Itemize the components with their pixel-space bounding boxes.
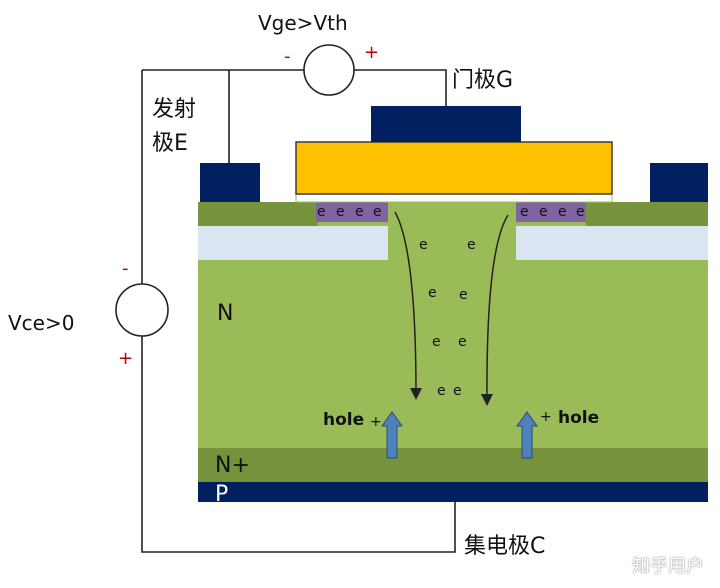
electron: e <box>432 334 441 350</box>
electron: e <box>428 285 437 301</box>
emitter-label-line2: 极E <box>152 131 188 156</box>
hole-plus-right: + <box>540 409 552 425</box>
gate-label: 门极G <box>452 68 513 93</box>
electron: e <box>373 204 382 220</box>
vce-label: Vce>0 <box>8 311 74 335</box>
hole-plus-left: + <box>370 414 382 430</box>
vge-minus-sign: - <box>284 46 291 67</box>
left-p-well <box>198 226 388 260</box>
n-plus-buffer-layer <box>198 448 708 482</box>
right-p-body-top <box>586 202 708 226</box>
electron-flow-arrow-left <box>394 211 422 400</box>
n-plus-label: N+ <box>215 453 250 478</box>
hole-injection-arrow-left <box>381 411 403 459</box>
vge-label: Vge>Vth <box>258 11 348 35</box>
electron: e <box>576 204 585 220</box>
electron: e <box>437 383 446 399</box>
hole-label-right: hole <box>558 408 599 428</box>
p-layer-label: P <box>215 482 228 507</box>
electron: e <box>419 237 428 253</box>
vge-plus-sign: + <box>364 42 379 63</box>
electron: e <box>459 287 468 303</box>
electron: e <box>458 334 467 350</box>
collector-label: 集电极C <box>464 534 545 559</box>
n-region-label: N <box>217 301 233 326</box>
emitter-contact-left <box>200 163 260 202</box>
vce-source-symbol <box>115 283 169 337</box>
electron: e <box>467 237 476 253</box>
electron: e <box>558 204 567 220</box>
vce-minus-sign: - <box>122 258 129 279</box>
electron: e <box>317 204 326 220</box>
electron: e <box>355 204 364 220</box>
right-p-well <box>516 226 708 260</box>
electron: e <box>520 204 529 220</box>
vce-plus-sign: + <box>118 348 133 369</box>
vge-source-symbol <box>303 44 355 96</box>
electron: e <box>453 383 462 399</box>
electron: e <box>539 204 548 220</box>
gate-polysilicon <box>295 141 613 195</box>
gate-metal-contact <box>371 106 521 142</box>
hole-label-left: hole <box>323 410 364 430</box>
gate-oxide-layer <box>295 193 613 203</box>
emitter-label-line1: 发射 <box>152 97 196 122</box>
watermark: 知乎用户 <box>632 556 704 577</box>
left-p-body-top <box>198 202 318 226</box>
right-n-plus-emitter <box>516 202 588 222</box>
hole-injection-arrow-right <box>516 411 538 459</box>
emitter-contact-right <box>650 163 708 202</box>
p-collector-layer <box>198 482 708 502</box>
left-n-plus-emitter <box>316 202 388 222</box>
electron-flow-arrow-right <box>480 214 509 406</box>
electron: e <box>336 204 345 220</box>
